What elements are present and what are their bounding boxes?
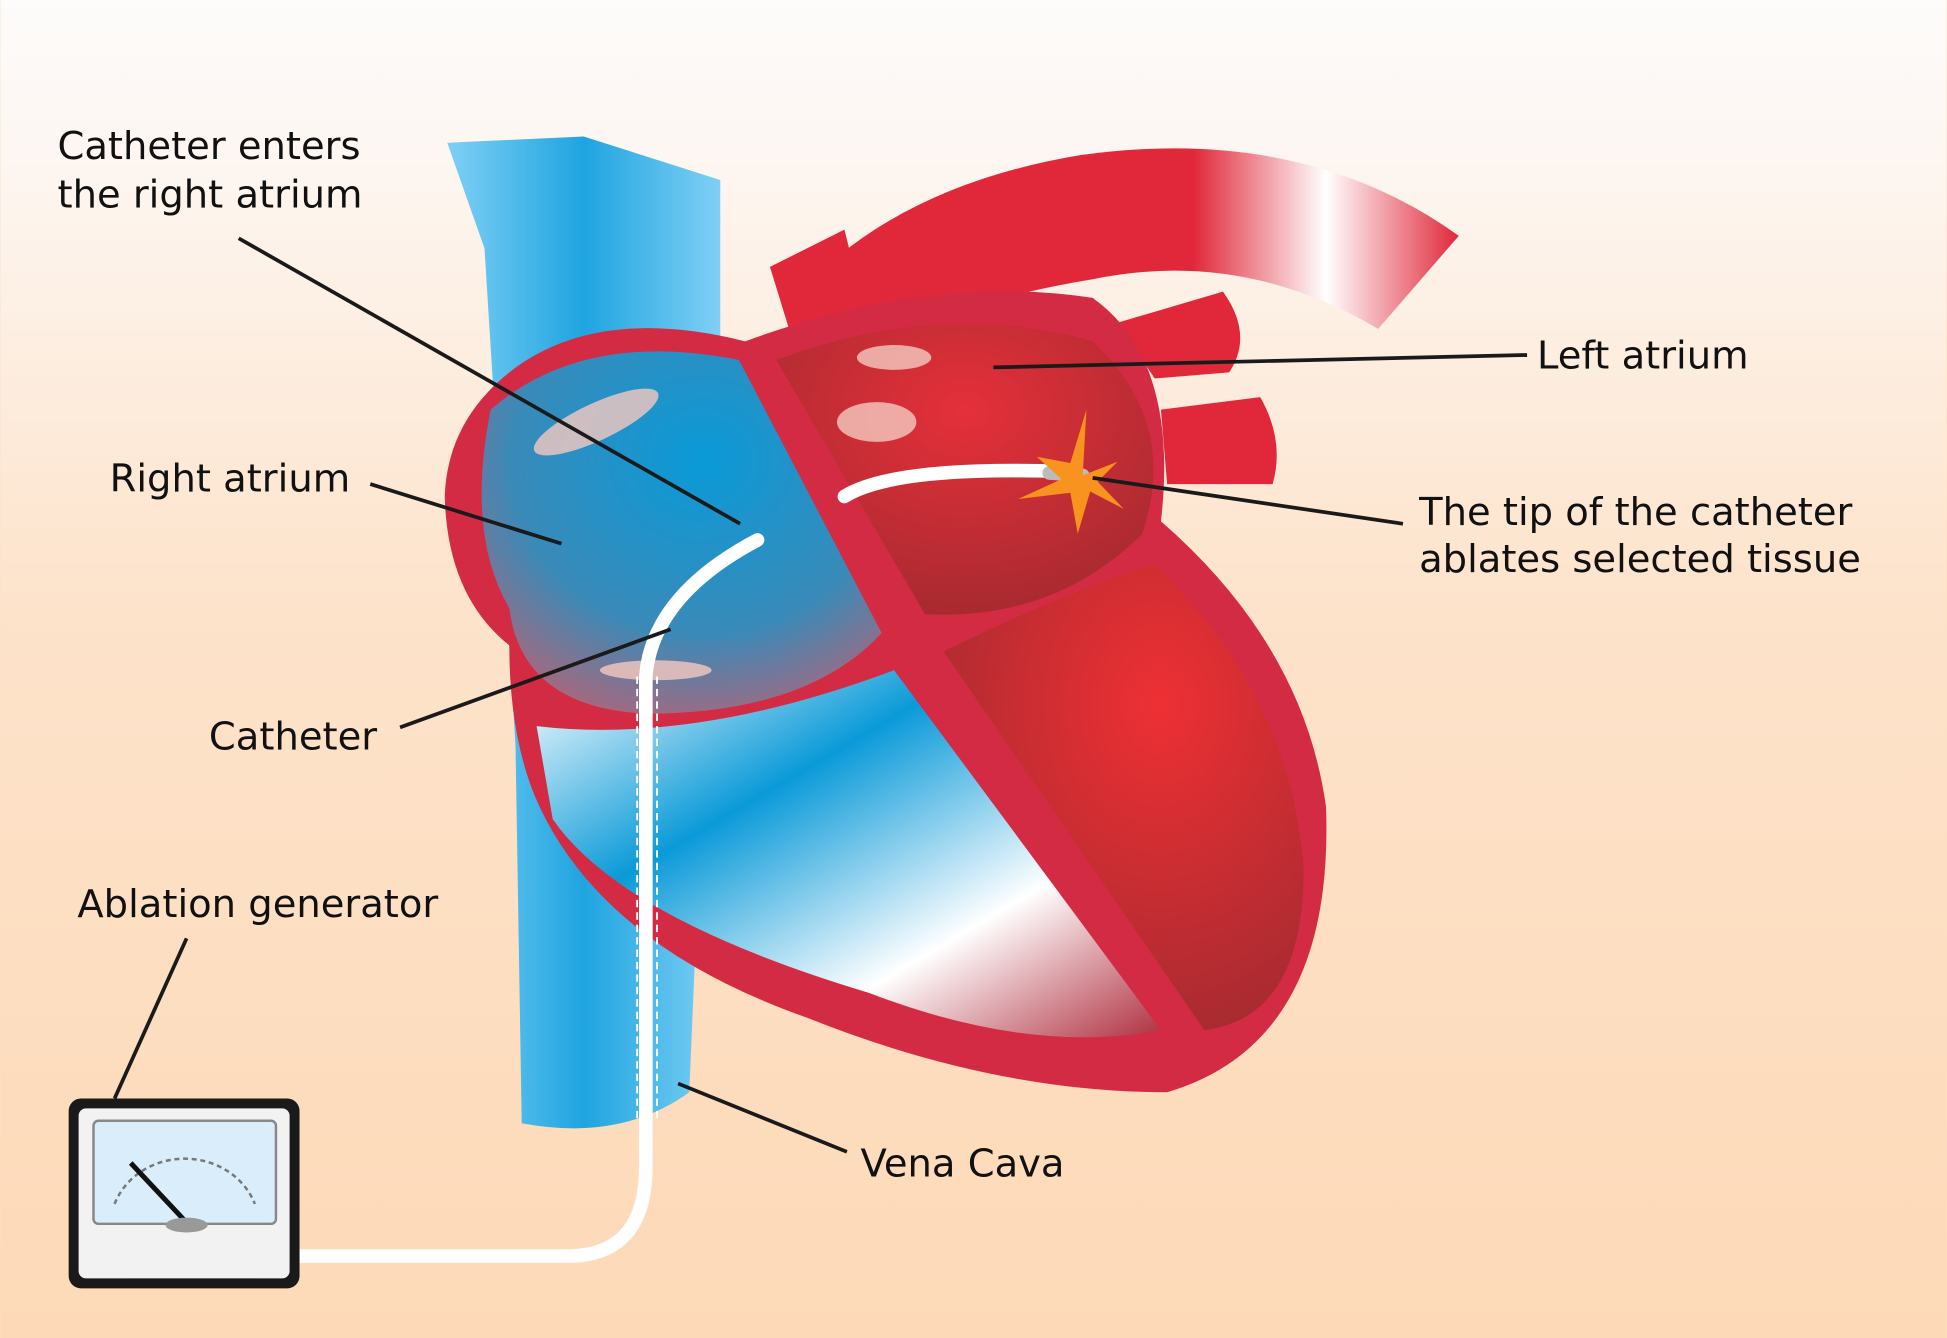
label-right-atrium: Right atrium <box>110 457 351 502</box>
pulmonary-vein-upper <box>1117 291 1241 379</box>
valve-opening <box>599 660 712 681</box>
gauge-needle <box>128 1161 189 1225</box>
label-catheter-tip: ablates selected tissue <box>1419 537 1861 582</box>
aorta <box>794 148 1459 329</box>
label-ablation-generator: Ablation generator <box>77 882 438 927</box>
valve-opening <box>836 402 917 442</box>
right-ventricle <box>536 670 1161 1038</box>
pulmonary-vein-lower <box>1160 397 1277 485</box>
label-left-atrium: Left atrium <box>1537 334 1749 379</box>
left-ventricle <box>943 564 1304 1031</box>
ablation-generator <box>68 1098 300 1289</box>
catheter <box>291 533 765 1263</box>
ablation-spark-icon <box>1018 409 1124 534</box>
leader-line <box>369 482 562 546</box>
label-catheter-enters: Catheter enters <box>58 124 361 169</box>
catheter-dashed-outline <box>636 676 658 1124</box>
valve-opening <box>856 345 932 370</box>
label-catheter-tip: The tip of the catheter <box>1418 490 1852 535</box>
label-catheter-enters: the right atrium <box>58 172 363 217</box>
valve-opening <box>533 388 659 456</box>
leader-line <box>112 937 189 1100</box>
catheter-left-atrium <box>837 463 1075 504</box>
leader-line <box>237 236 742 526</box>
label-vena-cava: Vena Cava <box>861 1142 1065 1187</box>
label-catheter: Catheter <box>209 715 377 760</box>
leader-line <box>1092 476 1404 526</box>
leader-line <box>993 353 1528 370</box>
leader-line <box>399 627 672 730</box>
leader-line <box>677 1081 848 1154</box>
